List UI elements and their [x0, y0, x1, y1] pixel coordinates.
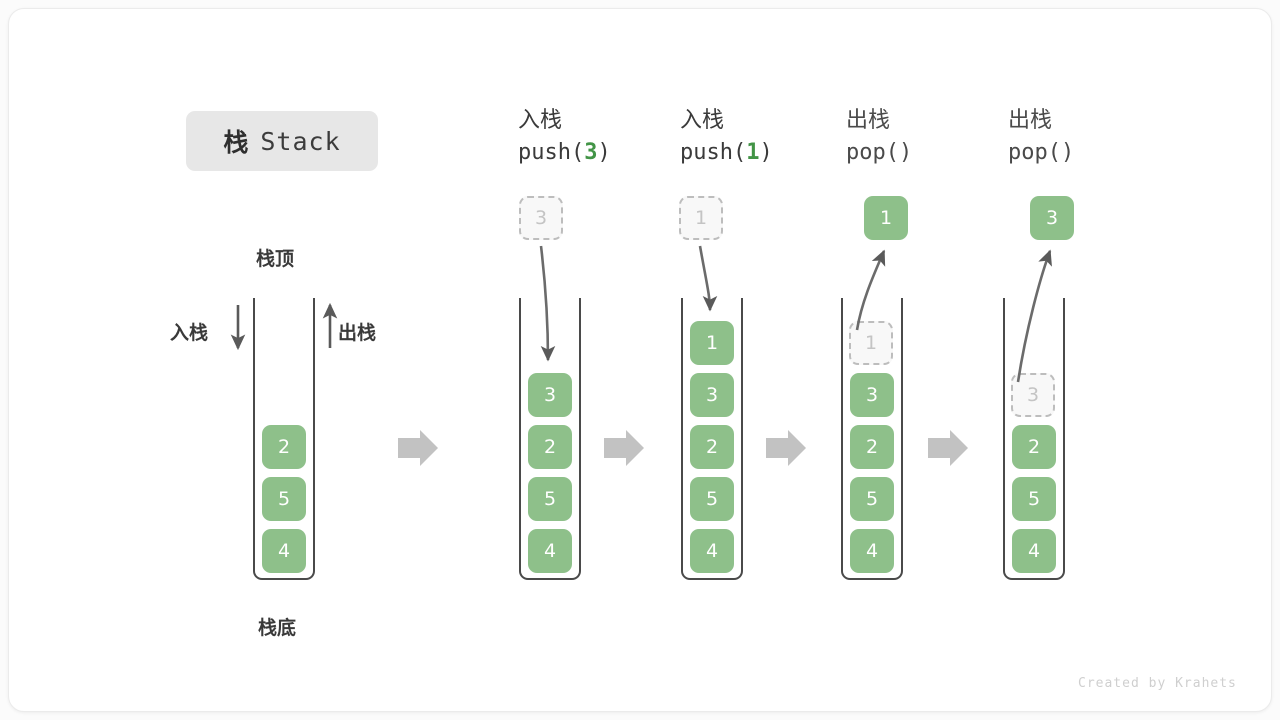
stack-cell: 1 [690, 321, 734, 365]
stack-container-push-3 [519, 298, 581, 580]
push-direction-label: 入栈 [170, 322, 209, 344]
code-prefix: pop( [846, 140, 899, 165]
title-english: Stack [260, 126, 341, 156]
stack-top-label: 栈顶 [256, 248, 295, 270]
column-header-code: push(3) [518, 136, 611, 170]
vacated-ghost-cell: 3 [1011, 373, 1055, 417]
stack-cell: 4 [850, 529, 894, 573]
code-prefix: push( [518, 140, 585, 165]
stack-cell: 5 [262, 477, 306, 521]
stack-cell: 4 [1012, 529, 1056, 573]
stack-cell: 3 [528, 373, 572, 417]
floating-ghost-cell: 3 [519, 196, 563, 240]
stack-cell: 3 [690, 373, 734, 417]
column-header-cn: 出栈 [846, 108, 891, 133]
column-header-pop-2: 出栈 pop() [1008, 106, 1074, 170]
stack-cell: 5 [850, 477, 894, 521]
vacated-ghost-cell: 1 [849, 321, 893, 365]
stack-bottom-label: 栈底 [258, 617, 297, 639]
code-suffix: ) [898, 140, 913, 165]
stack-cell: 5 [690, 477, 734, 521]
popped-cell: 3 [1030, 196, 1074, 240]
floating-ghost-cell: 1 [679, 196, 723, 240]
column-header-cn: 入栈 [680, 108, 725, 133]
column-header-code: pop() [1008, 136, 1074, 170]
stack-cell: 2 [850, 425, 894, 469]
column-header-code: push(1) [680, 136, 773, 170]
stack-container-pop-2 [1003, 298, 1065, 580]
diagram-title-badge: 栈 Stack [186, 111, 378, 171]
stack-cell: 5 [1012, 477, 1056, 521]
stack-cell: 4 [690, 529, 734, 573]
stack-cell: 4 [528, 529, 572, 573]
stack-cell: 4 [262, 529, 306, 573]
stack-container-push-1 [681, 298, 743, 580]
stack-container-pop-1 [841, 298, 903, 580]
column-header-push-1: 入栈 push(1) [680, 106, 773, 170]
stack-cell: 5 [528, 477, 572, 521]
code-suffix: ) [759, 140, 773, 165]
stack-cell: 2 [528, 425, 572, 469]
stack-cell: 2 [1012, 425, 1056, 469]
stack-cell: 3 [850, 373, 894, 417]
code-suffix: ) [597, 140, 611, 165]
popped-cell: 1 [864, 196, 908, 240]
title-chinese: 栈 [223, 128, 249, 157]
stack-cell: 2 [262, 425, 306, 469]
watermark: Created by Krahets [1078, 676, 1237, 691]
code-suffix: ) [1060, 140, 1075, 165]
column-header-cn: 入栈 [518, 108, 563, 133]
code-argument: 1 [746, 140, 760, 165]
code-prefix: pop( [1008, 140, 1061, 165]
column-header-cn: 出栈 [1008, 108, 1053, 133]
pop-direction-label: 出栈 [338, 322, 377, 344]
stack-container-initial [253, 298, 315, 580]
stack-cell: 2 [690, 425, 734, 469]
code-prefix: push( [680, 140, 747, 165]
code-argument: 3 [584, 140, 598, 165]
column-header-code: pop() [846, 136, 912, 170]
column-header-pop-1: 出栈 pop() [846, 106, 912, 170]
column-header-push-3: 入栈 push(3) [518, 106, 611, 170]
